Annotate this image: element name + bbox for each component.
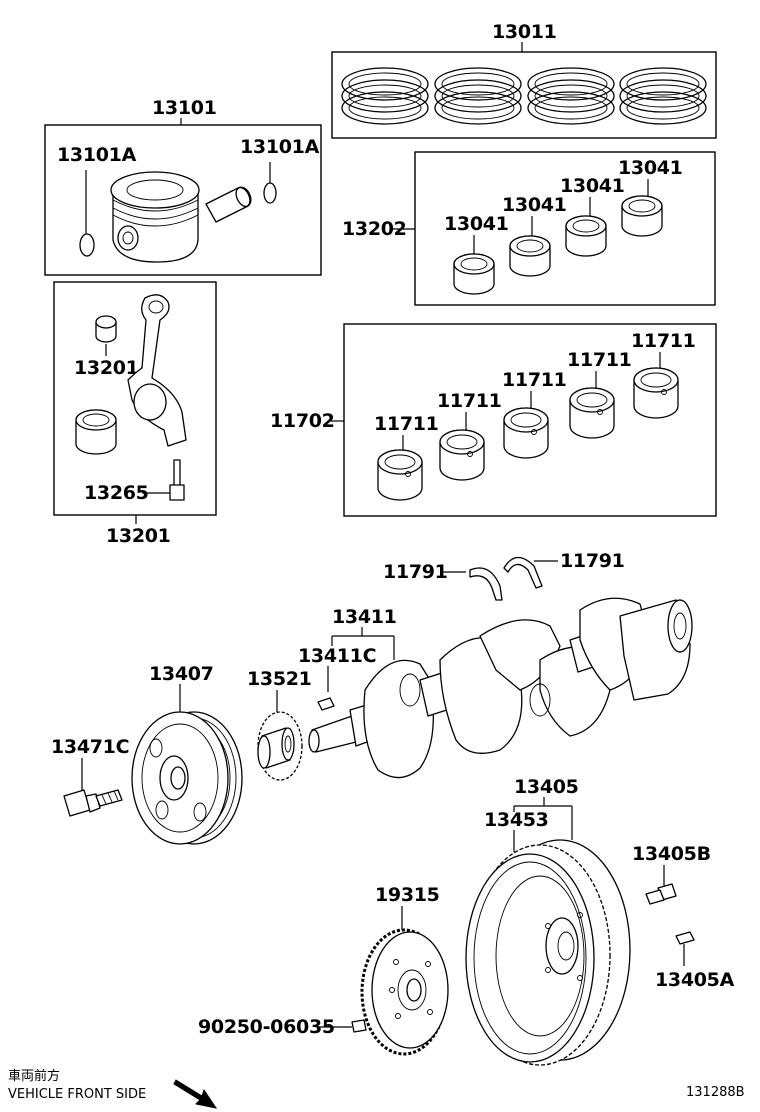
snap-ring-right xyxy=(263,182,277,204)
label-13202: 13202 xyxy=(342,218,407,240)
flywheel xyxy=(465,839,631,1066)
crankshaft xyxy=(308,597,693,779)
main-bearing-5 xyxy=(633,367,679,419)
crankshaft-key xyxy=(317,697,335,711)
crank-pulley xyxy=(131,711,243,845)
main-bearing-3 xyxy=(503,407,549,459)
label-13201: 13201 xyxy=(106,525,171,547)
direction-label-en: VEHICLE FRONT SIDE xyxy=(8,1087,146,1102)
label-13101A-right: 13101A xyxy=(240,136,320,158)
conrod-bolt xyxy=(169,459,185,501)
connecting-rod-group: 13201A 13265 13201 xyxy=(53,281,217,547)
flywheel-pin xyxy=(675,931,695,945)
label-13011: 13011 xyxy=(492,21,557,43)
label-13405: 13405 xyxy=(514,776,579,798)
label-13041-c: 13041 xyxy=(560,175,625,197)
label-11711-c: 11711 xyxy=(502,369,567,391)
flywheel-bolt xyxy=(645,883,677,905)
main-bearing-1 xyxy=(377,449,423,501)
label-19315: 19315 xyxy=(375,884,440,906)
label-13101A-left: 13101A xyxy=(57,144,137,166)
diagram-id: 131288B xyxy=(686,1085,745,1100)
label-13411C: 13411C xyxy=(298,645,376,667)
direction-label-jp: 車両前方 xyxy=(8,1068,60,1084)
label-11702: 11702 xyxy=(270,410,335,432)
label-13407: 13407 xyxy=(149,663,214,685)
main-bearing-2 xyxy=(439,429,485,481)
signal-plate-pin xyxy=(351,1019,367,1033)
label-13521: 13521 xyxy=(247,668,312,690)
piston-ring-1 xyxy=(341,67,429,125)
signal-plate-group: 19315 90250-06035 xyxy=(198,884,449,1056)
conrod-bearing-1 xyxy=(453,253,495,295)
timing-sprocket-group: 13521 xyxy=(247,668,312,781)
label-90250-06035: 90250-06035 xyxy=(198,1016,335,1038)
conrod-bearing-2 xyxy=(509,235,551,277)
thrust-washer-right xyxy=(503,556,543,589)
pulley-bolt xyxy=(63,789,123,817)
crankshaft-group: 13411 13411C xyxy=(298,597,693,779)
piston-ring-2 xyxy=(434,67,522,125)
label-13041-a: 13041 xyxy=(444,213,509,235)
front-arrow-icon xyxy=(173,1079,218,1109)
label-13453: 13453 xyxy=(484,809,549,831)
label-11711-a: 11711 xyxy=(374,413,439,435)
crank-pulley-group: 13407 13471C xyxy=(51,663,243,845)
conrod-bearing-4 xyxy=(621,195,663,237)
main-bearing-group: 11702 11711 11711 11711 11711 11711 xyxy=(270,323,717,517)
label-13041-b: 13041 xyxy=(502,194,567,216)
snap-ring-left xyxy=(79,233,95,257)
main-bearing-4 xyxy=(569,387,615,439)
label-11711-b: 11711 xyxy=(437,390,502,412)
label-13405B: 13405B xyxy=(632,843,711,865)
conrod-bearing-3 xyxy=(565,215,607,257)
label-11711-d: 11711 xyxy=(567,349,632,371)
thrust-washer-left xyxy=(469,567,503,601)
piston-group: 13101 13101A 13101A xyxy=(44,97,322,276)
label-13201A: 13201A xyxy=(74,357,154,379)
conrod-bearing-group: 13202 13041 13041 13041 13041 xyxy=(342,151,716,306)
label-13265: 13265 xyxy=(84,482,149,504)
label-13411: 13411 xyxy=(332,606,397,628)
label-13405A: 13405A xyxy=(655,969,735,991)
label-11791-right: 11791 xyxy=(560,550,625,572)
piston-ring-set-group: 13011 xyxy=(331,21,717,139)
flywheel-group: 13405 13453 13405B 13405A xyxy=(465,776,735,1066)
label-13471C: 13471C xyxy=(51,736,129,758)
label-13101: 13101 xyxy=(152,97,217,119)
piston-ring-4 xyxy=(619,67,707,125)
vehicle-front-indicator: 車両前方 VEHICLE FRONT SIDE xyxy=(8,1068,218,1109)
piston-ring-3 xyxy=(527,67,615,125)
thrust-washer-group: 11791 11791 xyxy=(383,550,625,601)
timing-sprocket xyxy=(257,711,303,781)
label-11711-e: 11711 xyxy=(631,330,696,352)
signal-plate xyxy=(360,928,449,1056)
label-13041-d: 13041 xyxy=(618,157,683,179)
label-11791-left: 11791 xyxy=(383,561,448,583)
